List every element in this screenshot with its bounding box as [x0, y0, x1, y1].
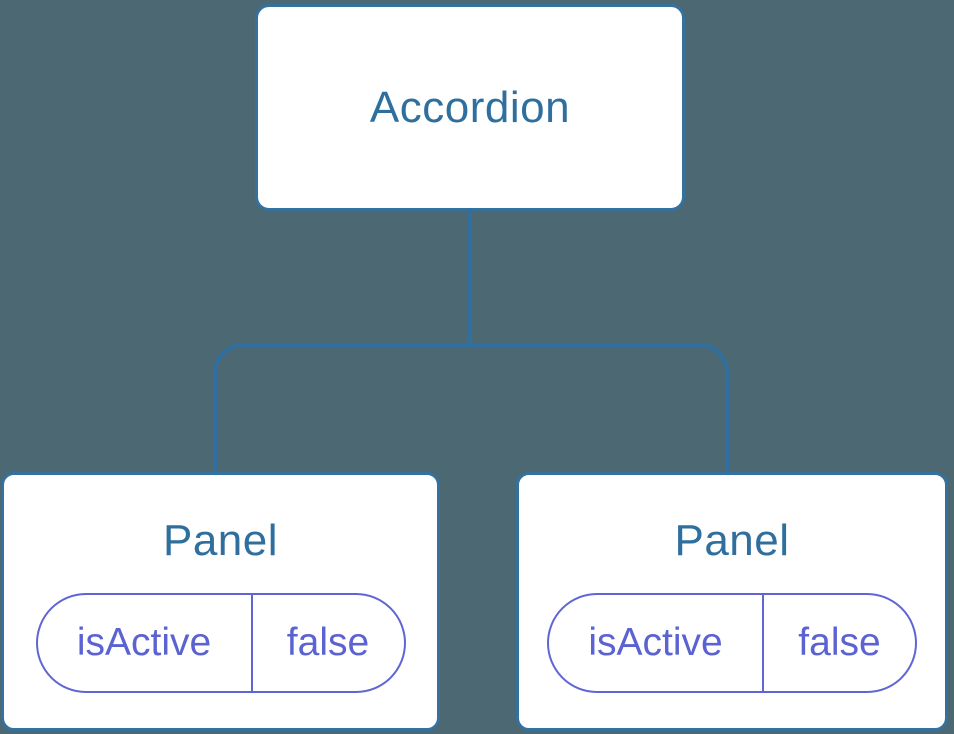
- prop-pill: isActive false: [547, 593, 917, 693]
- prop-value: false: [798, 621, 881, 664]
- pill-divider: [250, 595, 253, 691]
- accordion-node: Accordion: [255, 4, 685, 211]
- panel-node-right: Panel isActive false: [516, 472, 948, 731]
- pill-divider: [762, 595, 764, 691]
- prop-pill: isActive false: [35, 593, 406, 693]
- panel-node-left: Panel isActive false: [1, 472, 440, 731]
- parent-connector-line: [467, 209, 472, 347]
- accordion-node-label: Accordion: [369, 82, 571, 132]
- prop-name: isActive: [588, 621, 723, 664]
- panel-node-label: Panel: [674, 516, 790, 565]
- panel-node-label: Panel: [162, 516, 279, 565]
- children-connector-bracket: [213, 343, 729, 474]
- prop-name: isActive: [76, 621, 212, 664]
- prop-value: false: [286, 621, 370, 664]
